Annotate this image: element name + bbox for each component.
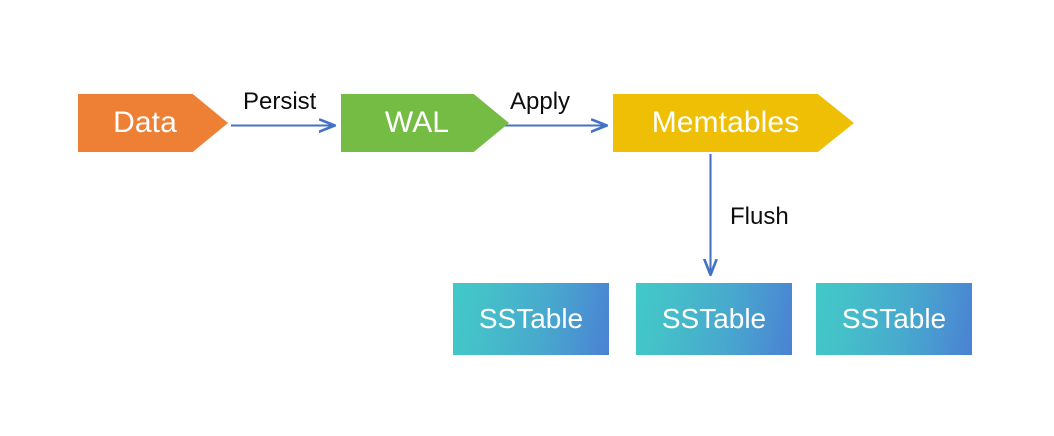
- node-sstable-1-label: SSTable: [478, 303, 584, 334]
- node-memtables[interactable]: Memtables: [613, 94, 854, 152]
- node-sstable-2[interactable]: SSTable: [636, 283, 792, 355]
- node-data[interactable]: Data: [78, 94, 228, 152]
- node-wal-label: WAL: [384, 106, 450, 139]
- node-sstable-3-label: SSTable: [841, 303, 947, 334]
- node-sstable-2-label: SSTable: [661, 303, 767, 334]
- node-memtables-label: Memtables: [651, 106, 800, 139]
- node-data-label: Data: [113, 106, 177, 139]
- node-sstable-1[interactable]: SSTable: [453, 283, 609, 355]
- edge-label-flush: Flush: [730, 203, 789, 230]
- edge-label-persist: Persist: [243, 88, 317, 115]
- node-sstable-3[interactable]: SSTable: [816, 283, 972, 355]
- node-wal[interactable]: WAL: [341, 94, 509, 152]
- edge-label-apply: Apply: [510, 88, 571, 115]
